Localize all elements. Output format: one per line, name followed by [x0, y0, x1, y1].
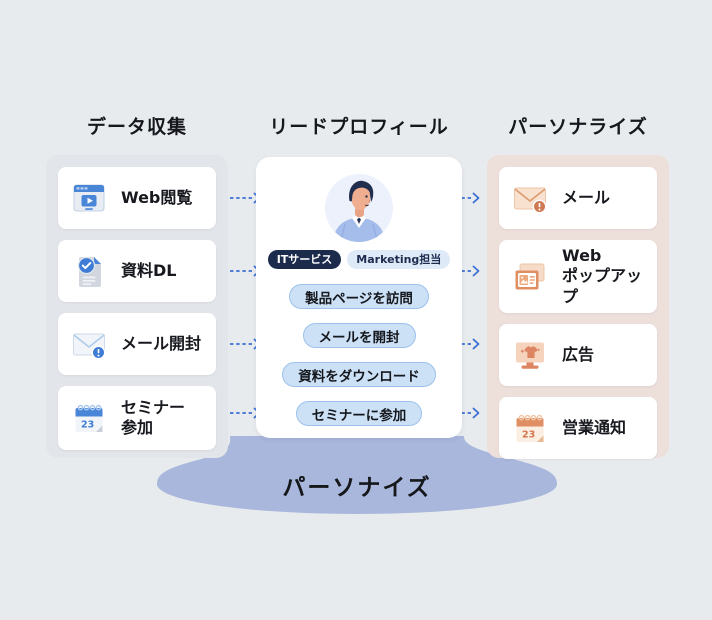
data-collection-title: データ収集 [86, 116, 187, 138]
personalize-card-ad: 広告 [499, 324, 657, 387]
flow-arrow-right-3 [449, 338, 480, 350]
data-source-card-web: Web閲覧 [58, 167, 216, 229]
email-notification-icon [69, 324, 109, 364]
data-collection-panel: Web閲覧 資料DL [46, 155, 228, 458]
browser-play-icon [69, 178, 109, 218]
calendar-day: 23 [81, 420, 94, 431]
data-source-card-email: メール開封 [58, 313, 216, 375]
flow-arrow-right-2 [449, 265, 480, 277]
personalize-label: 広告 [562, 345, 595, 365]
tag-marketing: Marketing担当 [347, 250, 451, 270]
data-source-card-document: 資料DL [58, 240, 216, 302]
data-source-label: 資料DL [121, 260, 177, 280]
data-source-label: Web閲覧 [121, 187, 193, 207]
lead-profile-card: ITサービス Marketing担当 製品ページを訪問 メールを開封 資料をダウ… [256, 157, 462, 438]
lead-profile-title: リードプロフィール [269, 116, 449, 138]
activity-chip-document-download: 資料をダウンロード [282, 362, 436, 388]
tag-it-service: ITサービス [267, 250, 342, 270]
personalize-label: メール [562, 187, 611, 207]
document-check-icon [69, 251, 109, 291]
ad-display-icon [510, 335, 550, 375]
personalize-label: 営業通知 [562, 418, 627, 438]
web-popup-icon [510, 257, 550, 297]
calendar-day: 23 [522, 430, 535, 441]
lead-tags: ITサービス Marketing担当 [267, 250, 451, 270]
activity-chip-seminar-join: セミナーに参加 [295, 401, 423, 427]
activity-chip-product-page: 製品ページを訪問 [289, 284, 429, 310]
data-source-label: セミナー参加 [121, 397, 186, 437]
personalize-stage [157, 436, 557, 514]
data-source-label: メール開封 [121, 333, 202, 353]
email-alert-icon [510, 178, 550, 218]
flow-arrow-right-1 [449, 192, 480, 204]
data-source-card-seminar: 23 セミナー参加 [58, 386, 216, 450]
calendar-icon: 23 [69, 398, 109, 438]
flow-arrow-right-4 [449, 407, 480, 419]
lead-avatar [325, 174, 393, 242]
personalize-stage-label: パーソナイズ [282, 475, 432, 501]
personalize-panel: メール [487, 155, 669, 460]
personalize-card-sales-notice: 23 営業通知 [499, 397, 657, 460]
personalize-title: パーソナライズ [508, 116, 648, 138]
activity-chip-email-open: メールを開封 [302, 323, 416, 349]
calendar-icon: 23 [510, 408, 550, 448]
personalize-card-email: メール [499, 167, 657, 229]
